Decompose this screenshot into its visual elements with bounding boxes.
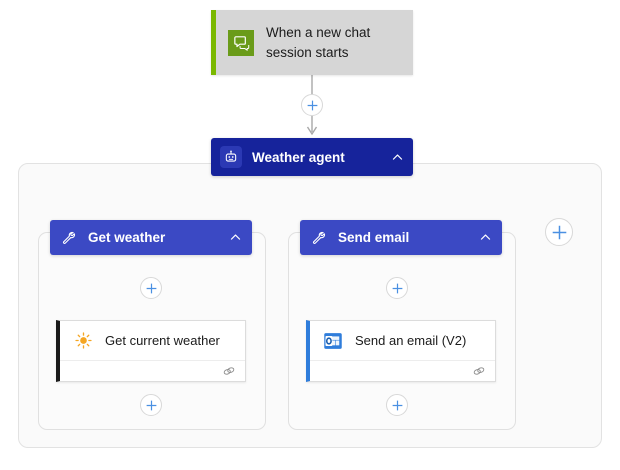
wrench-icon (60, 230, 77, 245)
add-step-end-get-weather-branch-button[interactable] (140, 394, 162, 416)
plus-icon (307, 100, 317, 110)
link-icon[interactable] (222, 364, 236, 378)
action-card-footer (60, 361, 245, 381)
action-card-header: Get current weather (60, 321, 245, 361)
chevron-up-icon[interactable] (478, 231, 492, 244)
outlook-icon (322, 330, 344, 352)
trigger-card[interactable]: When a new chat session starts (211, 10, 413, 75)
action-card-send-an-email[interactable]: Send an email (V2) (306, 320, 496, 382)
action-card-footer (310, 361, 495, 381)
plus-icon (392, 283, 402, 293)
plus-icon (146, 283, 156, 293)
add-step-in-send-email-branch-button[interactable] (386, 277, 408, 299)
wrench-icon (310, 230, 327, 245)
tool-node-get-weather[interactable]: Get weather (50, 220, 252, 255)
chevron-up-icon[interactable] (228, 231, 242, 244)
chevron-up-icon[interactable] (390, 151, 404, 164)
link-icon[interactable] (472, 364, 486, 378)
tool-node-label: Send email (338, 230, 410, 245)
add-step-end-send-email-branch-button[interactable] (386, 394, 408, 416)
action-card-title: Get current weather (105, 333, 220, 348)
action-card-title: Send an email (V2) (355, 333, 467, 348)
tool-node-send-email[interactable]: Send email (300, 220, 502, 255)
action-card-header: Send an email (V2) (310, 321, 495, 361)
action-card-get-current-weather[interactable]: Get current weather (56, 320, 246, 382)
add-step-in-get-weather-branch-button[interactable] (140, 277, 162, 299)
trigger-title: When a new chat session starts (266, 24, 371, 60)
sun-icon (72, 330, 94, 352)
tool-node-label: Get weather (88, 230, 166, 245)
add-branch-button[interactable] (545, 218, 573, 246)
agent-node-label: Weather agent (252, 149, 345, 165)
chat-bubbles-icon (228, 29, 254, 56)
plus-icon (146, 400, 156, 410)
bot-icon (220, 146, 242, 168)
agent-node-weather-agent[interactable]: Weather agent (211, 138, 413, 176)
plus-icon (552, 225, 566, 239)
plus-icon (392, 400, 402, 410)
add-step-after-trigger-button[interactable] (301, 94, 323, 116)
